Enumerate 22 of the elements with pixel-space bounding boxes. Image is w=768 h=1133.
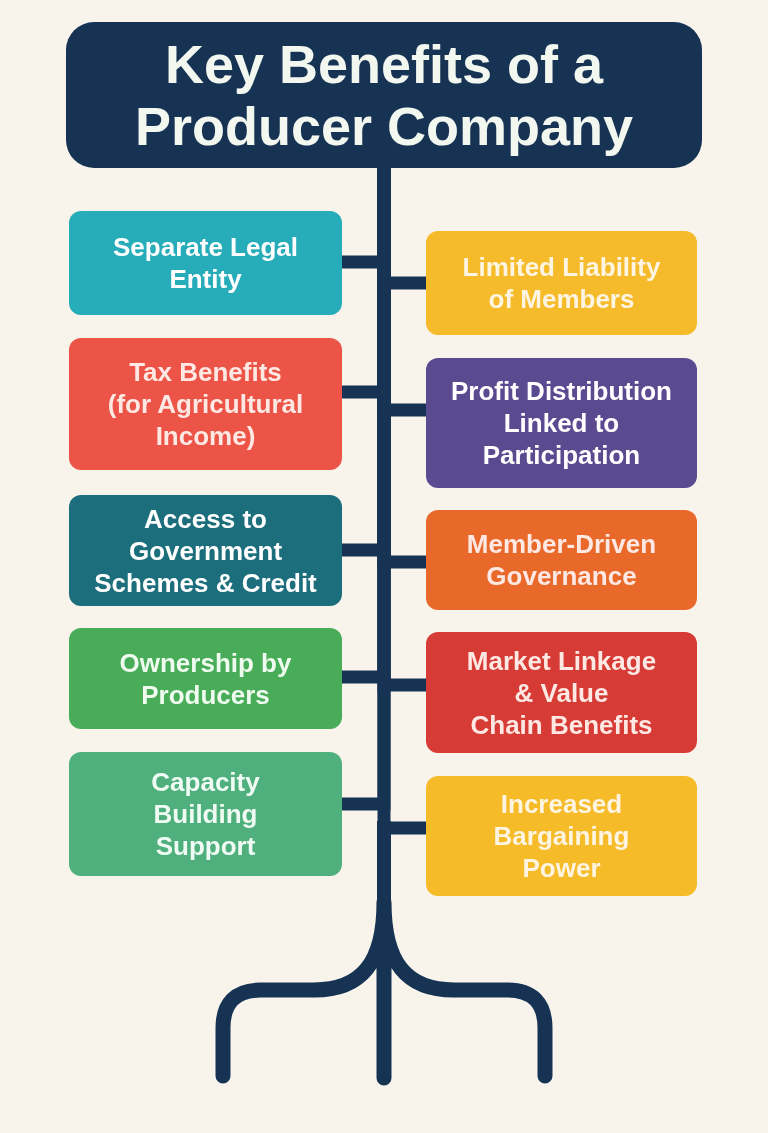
title-text: Key Benefits of a Producer Company xyxy=(134,33,634,157)
benefit-text: Capacity Building Support xyxy=(151,766,260,862)
benefit-box xyxy=(69,211,342,315)
benefit-text: Member-Driven Governance xyxy=(466,528,657,592)
benefit-text: Market Linkage & Value Chain Benefits xyxy=(466,644,657,741)
benefit-text: Ownership by Producers xyxy=(119,646,292,711)
benefit-text: Tax Benefits (for Agricultural Income) xyxy=(107,356,304,452)
benefit-box xyxy=(69,628,342,729)
title-banner xyxy=(66,22,702,168)
benefit-box xyxy=(426,358,697,488)
benefit-text: Access to Government Schemes & Credit xyxy=(94,502,317,599)
benefit-text: Profit Distribution Linked to Participation xyxy=(451,375,672,471)
benefit-box xyxy=(426,231,697,335)
benefit-box xyxy=(426,776,697,896)
benefit-box xyxy=(69,495,342,606)
benefit-box xyxy=(426,632,697,753)
benefit-text: Separate Legal Entity xyxy=(113,231,298,295)
benefit-box xyxy=(69,338,342,470)
benefit-box xyxy=(69,752,342,876)
benefit-text: Limited Liability of Members xyxy=(462,251,661,315)
benefit-box xyxy=(426,510,697,610)
benefit-text: Increased Bargaining Power xyxy=(493,788,630,884)
